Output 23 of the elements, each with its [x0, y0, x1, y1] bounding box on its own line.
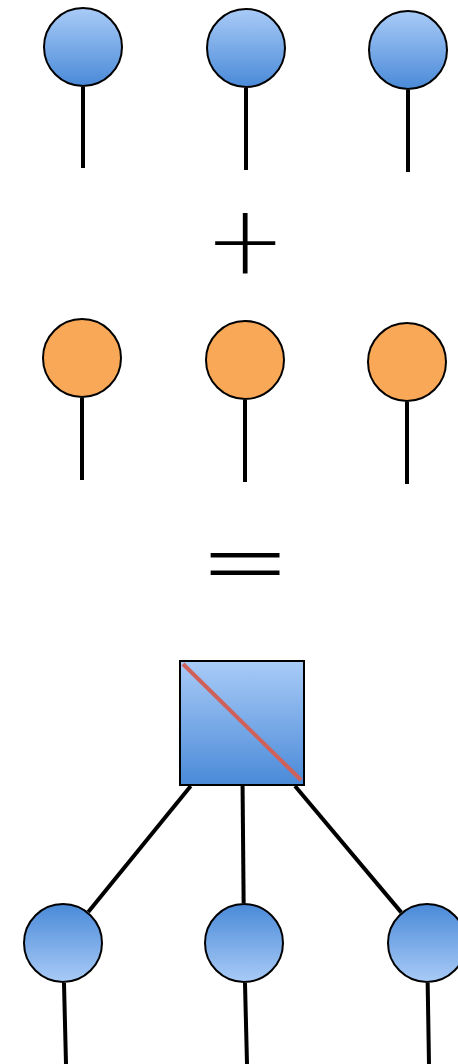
- connector-line: [80, 398, 84, 480]
- connector-line: [240, 785, 246, 904]
- connector-line: [293, 784, 403, 914]
- connector-line: [244, 88, 248, 170]
- connector-line: [243, 400, 247, 482]
- connector-line: [62, 982, 68, 1064]
- circle-node: [368, 10, 448, 90]
- circle-node: [42, 318, 122, 398]
- connector-line: [86, 784, 193, 914]
- connector-line: [405, 402, 409, 484]
- connector-line: [243, 982, 249, 1064]
- math-symbol: =: [199, 506, 292, 616]
- circle-node: [23, 903, 103, 983]
- circle-node: [205, 320, 285, 400]
- circle-node: [204, 903, 284, 983]
- circle-node: [367, 322, 447, 402]
- connector-line: [406, 90, 410, 172]
- circle-node: [43, 7, 123, 87]
- connector-line: [81, 87, 85, 168]
- square-node: [179, 660, 305, 786]
- circle-node: [206, 8, 286, 88]
- math-symbol: +: [205, 192, 286, 288]
- connector-line: [425, 982, 431, 1064]
